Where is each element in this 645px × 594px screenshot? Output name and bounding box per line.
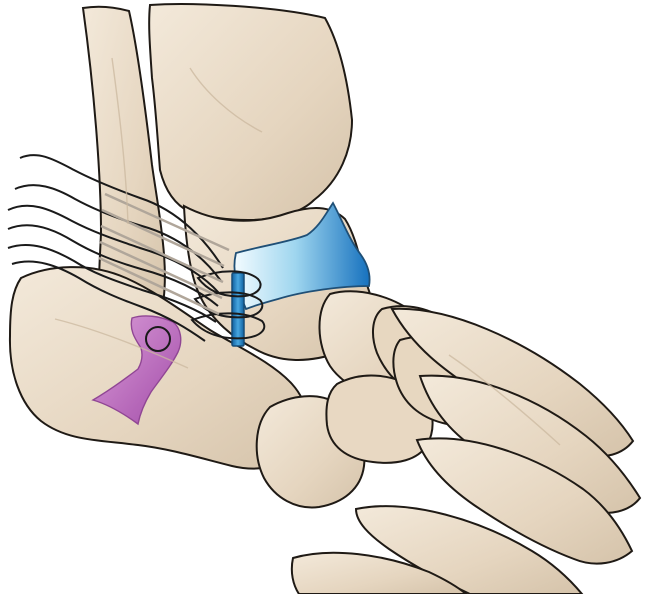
- tibia: [149, 4, 352, 220]
- blue-post: [232, 273, 244, 346]
